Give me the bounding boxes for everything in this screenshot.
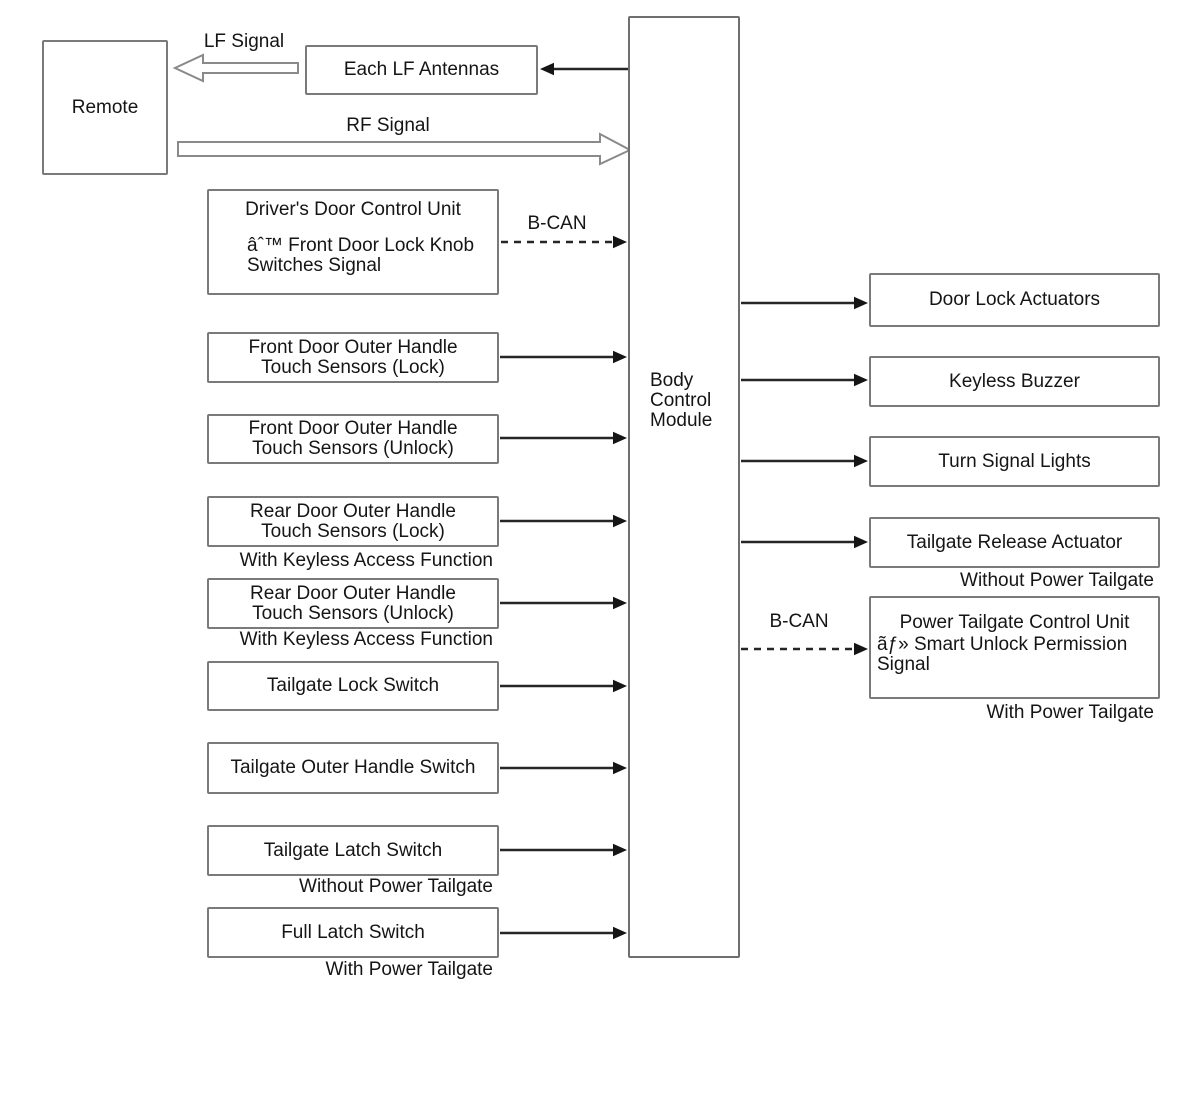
front-unlock-line1: Front Door Outer Handle — [248, 418, 458, 439]
node-power-tailgate-control-unit: Power Tailgate Control Unit ãƒ» Smart Un… — [869, 596, 1160, 699]
caption-tailgate-release: Without Power Tailgate — [960, 570, 1154, 591]
lf-signal-arrow — [172, 53, 299, 83]
power-tailgate-bullet-line1: ãƒ» Smart Unlock Permission — [877, 634, 1128, 655]
power-tailgate-bullet: ãƒ» Smart Unlock Permission Signal — [871, 635, 1127, 675]
front-unlock-line2: Touch Sensors (Unlock) — [252, 438, 454, 459]
node-remote: Remote — [42, 40, 168, 175]
full-latch-switch-label: Full Latch Switch — [281, 921, 425, 943]
drivers-door-title: Driver's Door Control Unit — [245, 199, 461, 220]
caption-rear-unlock: With Keyless Access Function — [239, 629, 493, 650]
node-tailgate-latch-switch: Tailgate Latch Switch — [207, 825, 499, 876]
drivers-door-bullet-line2: Switches Signal — [247, 255, 382, 276]
keyless-buzzer-label: Keyless Buzzer — [949, 370, 1080, 392]
node-remote-label: Remote — [71, 96, 139, 118]
power-tailgate-bullet-line2: Signal — [877, 654, 930, 675]
node-front-door-touch-sensors-unlock: Front Door Outer Handle Touch Sensors (U… — [207, 414, 499, 464]
bcm-label-line3: Module — [650, 410, 713, 431]
bcm-label-line1: Body — [650, 370, 694, 391]
node-keyless-buzzer: Keyless Buzzer — [869, 356, 1160, 407]
rf-signal-label: RF Signal — [346, 115, 430, 136]
turn-signal-lights-label: Turn Signal Lights — [938, 450, 1091, 472]
node-each-lf-antennas-label: Each LF Antennas — [343, 59, 500, 80]
node-front-door-touch-sensors-lock: Front Door Outer Handle Touch Sensors (L… — [207, 332, 499, 383]
front-lock-line2: Touch Sensors (Lock) — [261, 356, 445, 378]
tailgate-outer-handle-label: Tailgate Outer Handle Switch — [230, 757, 476, 778]
lf-signal-label: LF Signal — [203, 31, 285, 52]
rf-signal-arrow — [177, 132, 633, 166]
node-bcm-label: Body Control Module — [630, 18, 712, 431]
tailgate-lock-switch-label: Tailgate Lock Switch — [266, 675, 440, 696]
node-rear-door-touch-sensors-unlock: Rear Door Outer Handle Touch Sensors (Un… — [207, 578, 499, 629]
caption-tailgate-latch: Without Power Tailgate — [299, 876, 493, 897]
bcm-label-line2: Control — [650, 390, 712, 411]
node-rear-door-touch-sensors-lock: Rear Door Outer Handle Touch Sensors (Lo… — [207, 496, 499, 547]
bcan-left-label: B-CAN — [527, 213, 587, 234]
node-tailgate-release-actuator: Tailgate Release Actuator — [869, 517, 1160, 568]
rear-lock-line1: Rear Door Outer Handle — [250, 500, 456, 522]
bcan-right-label: B-CAN — [769, 611, 829, 632]
rear-unlock-line1: Rear Door Outer Handle — [250, 582, 456, 604]
drivers-door-bullet: âˆ™ Front Door Lock Knob Switches Signal — [209, 236, 474, 276]
power-tailgate-title: Power Tailgate Control Unit — [899, 612, 1130, 633]
node-body-control-module: Body Control Module — [628, 16, 740, 958]
door-lock-actuators-label: Door Lock Actuators — [928, 289, 1101, 310]
front-lock-line1: Front Door Outer Handle — [248, 336, 458, 358]
node-tailgate-outer-handle-switch: Tailgate Outer Handle Switch — [207, 742, 499, 794]
caption-power-tailgate: With Power Tailgate — [986, 702, 1154, 723]
drivers-door-bullet-line1: âˆ™ Front Door Lock Knob — [247, 235, 475, 256]
node-full-latch-switch: Full Latch Switch — [207, 907, 499, 958]
caption-full-latch: With Power Tailgate — [325, 959, 493, 980]
node-drivers-door-control-unit: Driver's Door Control Unit âˆ™ Front Doo… — [207, 189, 499, 295]
node-turn-signal-lights: Turn Signal Lights — [869, 436, 1160, 487]
rear-unlock-line2: Touch Sensors (Unlock) — [252, 602, 454, 624]
rear-lock-line2: Touch Sensors (Lock) — [261, 520, 445, 542]
caption-rear-lock: With Keyless Access Function — [239, 550, 493, 571]
tailgate-release-actuator-label: Tailgate Release Actuator — [906, 531, 1123, 553]
node-door-lock-actuators: Door Lock Actuators — [869, 273, 1160, 327]
node-tailgate-lock-switch: Tailgate Lock Switch — [207, 661, 499, 711]
node-each-lf-antennas: Each LF Antennas — [305, 45, 538, 95]
tailgate-latch-switch-label: Tailgate Latch Switch — [263, 839, 443, 861]
